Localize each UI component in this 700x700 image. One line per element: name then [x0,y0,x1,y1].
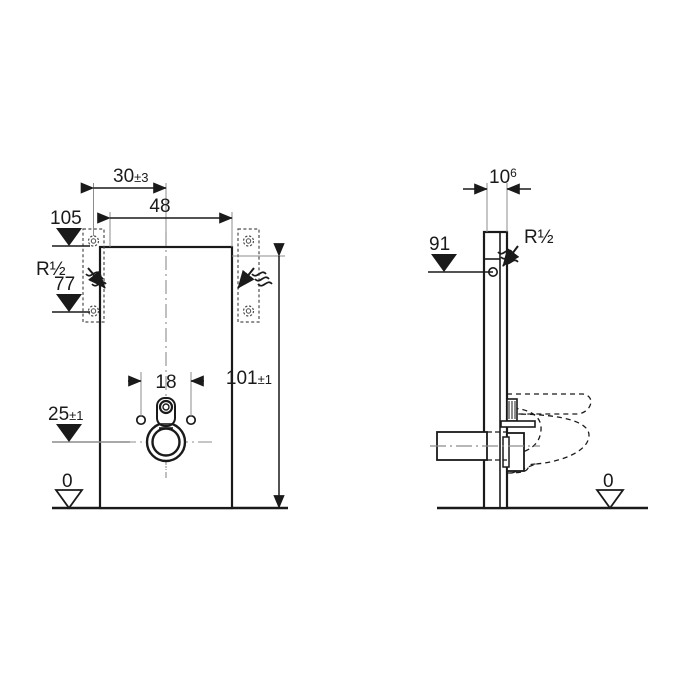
dimension-106-label: 106 [489,166,517,188]
label-r-half-front: R½ [36,259,66,280]
level-marker-0-front: 0 [54,471,84,510]
dimension-30-label: 30±3 [113,166,149,187]
level-25-label: 25±1 [48,404,84,425]
fixing-hole-right [185,414,197,426]
dimension-30: 30±3 [80,166,167,194]
level-marker-105: 105 [50,208,90,247]
level-105-label: 105 [50,208,82,229]
level-0-front-label: 0 [62,471,73,492]
dimension-18-label: 18 [155,372,176,393]
dimension-101: 101±1 [226,243,285,509]
level-77-label: 77 [54,274,75,295]
level-marker-0-side: 0 [595,471,625,510]
level-marker-25: 25±1 [48,404,130,443]
level-0-side-label: 0 [603,471,614,492]
level-marker-91: 91 [428,234,493,273]
dimension-18: 18 [128,372,204,393]
wall-bracket-right [237,228,260,323]
connection-callout-front-right [237,267,273,289]
side-view: R½ [428,166,648,510]
outlet-pipe-side [430,431,540,461]
dimension-101-label: 101±1 [226,368,272,389]
dimension-48: 48 [97,196,233,224]
dimension-106: 106 [463,166,531,195]
dimension-48-label: 48 [149,196,170,217]
connection-callout-front: R½ [36,259,107,289]
level-marker-77: 77 [52,274,90,313]
outlet-fitting-front [120,397,212,470]
front-view: R½ 30±3 48 [36,166,288,510]
extension-lines-side [486,183,508,232]
fixing-hole-left [135,414,147,426]
module-panel-side [482,230,509,510]
connection-callout-side: R½ [497,227,554,267]
label-r-half-side: R½ [524,227,554,248]
mounting-hardware-side [500,398,536,472]
level-91-label: 91 [429,234,450,255]
